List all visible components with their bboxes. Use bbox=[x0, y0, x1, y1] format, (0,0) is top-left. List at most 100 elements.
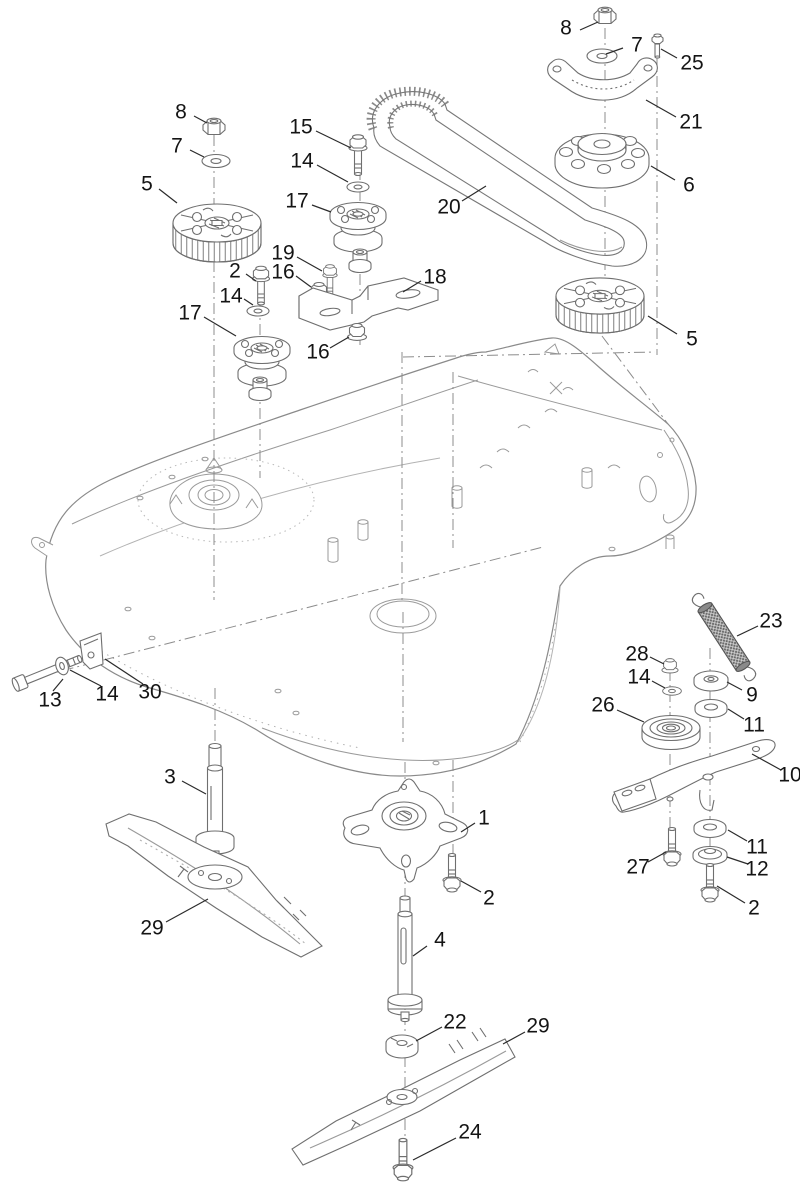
leader-line bbox=[181, 780, 207, 795]
pulley-5-left bbox=[172, 203, 262, 263]
deck-outline bbox=[45, 337, 697, 777]
blade-29-left bbox=[105, 813, 323, 958]
bolt-2-b bbox=[442, 852, 462, 893]
bolt-27 bbox=[662, 826, 682, 867]
shaft-3 bbox=[195, 742, 235, 870]
part-number-label: 22 bbox=[443, 1011, 466, 1034]
leader-line bbox=[104, 658, 144, 685]
spring-23 bbox=[691, 592, 757, 682]
screw-25 bbox=[651, 33, 664, 59]
leader-line bbox=[727, 708, 745, 720]
washer-22 bbox=[385, 1034, 419, 1059]
pulley-5-right bbox=[555, 277, 645, 334]
part-number-label: 24 bbox=[458, 1121, 482, 1144]
shaft-4 bbox=[387, 895, 423, 1023]
part-number-label: 26 bbox=[591, 694, 614, 717]
leader-line bbox=[502, 1031, 526, 1045]
part-number-label: 12 bbox=[745, 858, 768, 881]
leader-line bbox=[726, 856, 749, 865]
leader-line bbox=[650, 165, 676, 181]
part-number-label: 19 bbox=[271, 242, 294, 265]
part-number-label: 14 bbox=[627, 666, 651, 689]
part-number-label: 21 bbox=[679, 111, 702, 134]
leader-line bbox=[316, 164, 349, 183]
leader-line bbox=[647, 315, 678, 335]
part-number-label: 14 bbox=[290, 150, 314, 173]
washer-14-c bbox=[55, 656, 69, 676]
leader-line bbox=[460, 822, 476, 833]
drive-belt-20 bbox=[366, 86, 648, 267]
nut-8-right bbox=[593, 6, 617, 25]
bracket-21 bbox=[547, 57, 658, 101]
washer-11-b bbox=[693, 818, 727, 839]
bracket-10 bbox=[611, 739, 776, 813]
leader-line bbox=[243, 298, 254, 306]
part-number-label: 8 bbox=[560, 17, 572, 40]
part-number-label: 23 bbox=[759, 610, 782, 633]
part-number-label: 17 bbox=[285, 190, 308, 213]
part-number-label: 17 bbox=[178, 302, 201, 325]
leader-line bbox=[158, 188, 178, 204]
part-number-label: 3 bbox=[164, 766, 176, 789]
part-number-label: 8 bbox=[175, 101, 187, 124]
leader-line bbox=[751, 753, 782, 771]
leader-line bbox=[461, 185, 487, 202]
leader-line bbox=[647, 851, 667, 863]
part-number-label: 16 bbox=[271, 261, 294, 284]
part-number-label: 30 bbox=[138, 681, 161, 704]
leader-line bbox=[52, 678, 64, 692]
spacer-upper bbox=[348, 248, 372, 274]
part-number-label: 6 bbox=[683, 174, 695, 197]
leader-line bbox=[415, 1026, 443, 1042]
leader-line bbox=[296, 256, 323, 272]
part-number-label: 14 bbox=[95, 683, 119, 706]
part-number-label: 2 bbox=[748, 897, 760, 920]
disc-9 bbox=[693, 670, 729, 692]
leader-line bbox=[69, 669, 102, 687]
idler-pulley-26 bbox=[641, 714, 701, 751]
part-number-label: 4 bbox=[434, 929, 446, 952]
part-number-label: 13 bbox=[38, 689, 61, 712]
leader-line bbox=[660, 48, 678, 59]
leader-line bbox=[315, 130, 352, 149]
part-number-label: 14 bbox=[219, 285, 243, 308]
leader-line bbox=[649, 656, 665, 665]
leader-line bbox=[651, 680, 666, 689]
part-number-label: 5 bbox=[686, 328, 698, 351]
deck-studs bbox=[327, 467, 675, 563]
leader-line bbox=[311, 204, 332, 213]
part-number-label: 29 bbox=[140, 917, 163, 940]
spindle-housing-1 bbox=[342, 778, 469, 883]
leader-line bbox=[726, 681, 743, 691]
nut-8-left bbox=[202, 117, 226, 136]
leader-line bbox=[203, 316, 237, 337]
leader-line bbox=[727, 829, 748, 842]
part-number-label: 1 bbox=[478, 807, 490, 830]
bolt-2-a bbox=[251, 265, 271, 306]
part-number-label: 2 bbox=[483, 887, 495, 910]
parts-layer bbox=[11, 6, 776, 1182]
nut-16-b bbox=[346, 322, 368, 341]
leader-line bbox=[245, 273, 257, 282]
part-number-label: 16 bbox=[306, 341, 329, 364]
leader-line bbox=[165, 898, 209, 923]
part-number-label: 11 bbox=[743, 714, 765, 737]
leader-line bbox=[716, 885, 746, 904]
leader-line bbox=[616, 709, 645, 723]
leader-line bbox=[189, 149, 205, 158]
nut-28 bbox=[661, 658, 679, 674]
bolt-2-c bbox=[700, 862, 720, 903]
leader-line bbox=[329, 336, 350, 349]
mower-deck-housing bbox=[31, 337, 697, 777]
part-number-label: 11 bbox=[746, 836, 768, 859]
leader-line bbox=[645, 99, 677, 118]
plate-30 bbox=[79, 632, 104, 670]
bracket-18 bbox=[298, 277, 439, 331]
leader-line bbox=[295, 275, 312, 288]
part-number-label: 25 bbox=[680, 52, 703, 75]
part-number-label: 18 bbox=[423, 266, 446, 289]
washer-14-a bbox=[346, 181, 370, 193]
part-number-label: 5 bbox=[141, 173, 153, 196]
bolt-15 bbox=[348, 134, 368, 177]
